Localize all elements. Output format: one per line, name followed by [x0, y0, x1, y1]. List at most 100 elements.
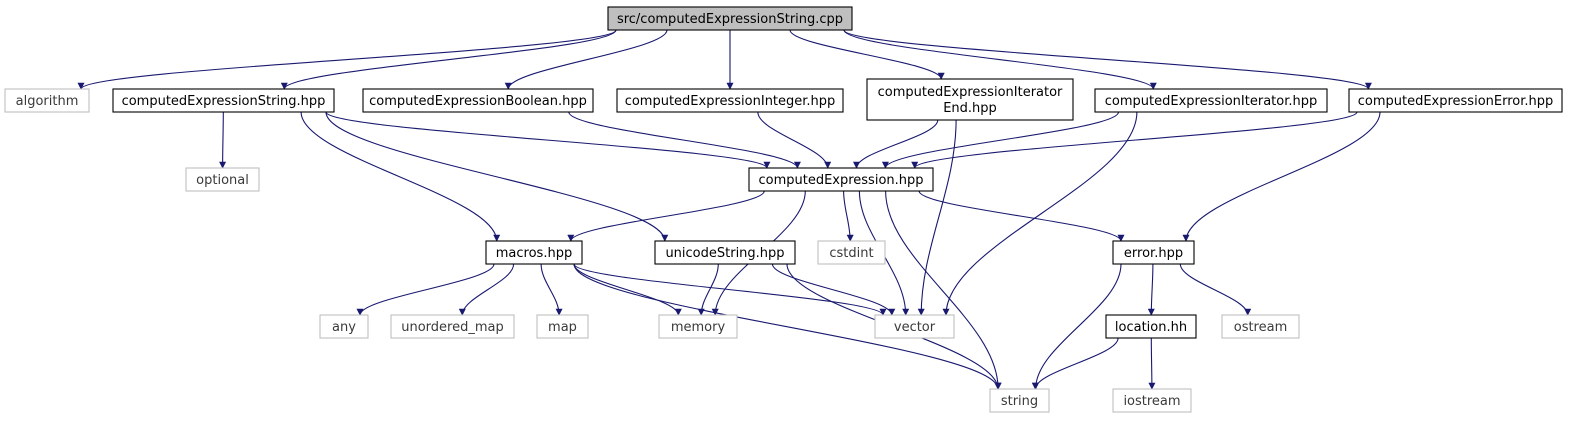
node-algorithm-label: algorithm: [16, 94, 79, 109]
edge-macros-to-vector: [573, 263, 887, 316]
node-ostream-label: ostream: [1234, 320, 1288, 335]
node-ceError[interactable]: computedExpressionError.hpp: [1348, 88, 1563, 113]
edge-location-to-iostream: [1148, 337, 1156, 390]
node-location-box: [1105, 314, 1197, 339]
node-macros-box: [485, 240, 583, 265]
node-error[interactable]: error.hpp: [1112, 240, 1195, 265]
node-ceIterEnd-label: End.hpp: [943, 101, 997, 116]
node-location[interactable]: location.hh: [1105, 314, 1197, 339]
node-ceIterEnd-box: [866, 78, 1074, 121]
node-location-label: location.hh: [1115, 320, 1187, 335]
edge-error-to-string: [1032, 263, 1122, 390]
node-root-box: [607, 6, 853, 31]
node-vector: vector: [874, 314, 955, 339]
edge-ceIterEnd-to-ce: [853, 119, 939, 169]
edge-macros-to-string: [573, 263, 1002, 390]
node-ceInteger[interactable]: computedExpressionInteger.hpp: [616, 88, 844, 113]
edge-error-to-location: [1147, 263, 1155, 316]
node-ceString[interactable]: computedExpressionString.hpp: [112, 88, 335, 113]
node-root-label: src/computedExpressionString.cpp: [617, 12, 843, 27]
node-ceString-label: computedExpressionString.hpp: [122, 94, 326, 109]
node-any-box: [319, 314, 369, 339]
node-ceBoolean[interactable]: computedExpressionBoolean.hpp: [362, 88, 594, 113]
node-ce-label: computedExpression.hpp: [758, 173, 923, 188]
node-iostream-label: iostream: [1123, 394, 1180, 409]
edge-ceString-to-ce: [325, 111, 771, 169]
node-map-label: map: [548, 320, 577, 335]
node-ceError-box: [1348, 88, 1563, 113]
node-ce[interactable]: computedExpression.hpp: [748, 167, 934, 192]
node-ceBoolean-box: [362, 88, 594, 113]
node-root[interactable]: src/computedExpressionString.cpp: [607, 6, 853, 31]
edge-ceIterator-to-ce: [881, 111, 1120, 169]
node-unordered_map-label: unordered_map: [401, 320, 504, 335]
node-cstdint: cstdint: [817, 240, 886, 265]
node-ceIterator-label: computedExpressionIterator.hpp: [1105, 94, 1318, 109]
node-vector-label: vector: [894, 320, 936, 335]
node-error-label: error.hpp: [1124, 246, 1183, 261]
node-ce-box: [748, 167, 934, 192]
node-ceIterator[interactable]: computedExpressionIterator.hpp: [1094, 88, 1328, 113]
node-string: string: [989, 388, 1050, 413]
edge-ceError-to-error: [1182, 111, 1381, 242]
edge-root-to-ceString: [280, 29, 617, 90]
node-unordered_map-box: [390, 314, 515, 339]
node-map-box: [536, 314, 589, 339]
edge-error-to-ostream: [1179, 263, 1252, 316]
node-error-box: [1112, 240, 1195, 265]
edge-ceBoolean-to-ce: [568, 111, 801, 169]
edge-root-to-ceIterEnd: [789, 29, 945, 80]
node-algorithm-box: [4, 88, 90, 113]
node-ceString-box: [112, 88, 335, 113]
node-string-label: string: [1001, 394, 1038, 409]
edge-root-to-ceBoolean: [504, 29, 668, 90]
edge-ceError-to-ce: [911, 111, 1358, 169]
edge-ce-to-error: [918, 190, 1125, 242]
edges: [77, 29, 1381, 390]
node-ceInteger-box: [616, 88, 844, 113]
edge-ceString-to-macros: [300, 111, 501, 242]
node-vector-box: [874, 314, 955, 339]
edge-ce-to-string: [885, 190, 1002, 390]
node-optional-label: optional: [196, 173, 249, 188]
edge-root-to-ceError: [843, 29, 1372, 90]
edge-macros-to-unordered_map: [458, 263, 515, 316]
node-ceError-label: computedExpressionError.hpp: [1358, 94, 1554, 109]
edge-ceIterator-to-vector: [942, 111, 1138, 316]
node-unordered_map: unordered_map: [390, 314, 515, 339]
edge-ceInteger-to-ce: [757, 111, 832, 169]
edge-macros-to-map: [540, 263, 563, 316]
node-ceIterEnd-label: computedExpressionIterator: [878, 85, 1063, 100]
edge-unicodeString-to-vector: [771, 263, 896, 316]
node-ceBoolean-label: computedExpressionBoolean.hpp: [369, 94, 587, 109]
edge-root-to-ceIterator: [843, 29, 1157, 90]
node-optional: optional: [185, 167, 260, 192]
edge-ce-to-macros: [567, 190, 765, 242]
node-memory-box: [658, 314, 738, 339]
node-cstdint-label: cstdint: [829, 246, 873, 261]
node-iostream: iostream: [1112, 388, 1192, 413]
node-optional-box: [185, 167, 260, 192]
edge-macros-to-memory: [573, 263, 682, 316]
edge-ceIterEnd-to-vector: [917, 119, 957, 316]
node-unicodeString-label: unicodeString.hpp: [665, 246, 784, 261]
node-ceIterator-box: [1094, 88, 1328, 113]
node-macros-label: macros.hpp: [496, 246, 572, 261]
node-iostream-box: [1112, 388, 1192, 413]
edge-ceString-to-unicodeString: [325, 111, 669, 242]
edge-ceString-to-optional: [219, 111, 227, 169]
edge-ce-to-cstdint: [843, 190, 854, 242]
edge-macros-to-any: [356, 263, 495, 316]
node-any: any: [319, 314, 369, 339]
node-unicodeString[interactable]: unicodeString.hpp: [654, 240, 796, 265]
node-any-label: any: [332, 320, 356, 335]
edge-root-to-algorithm: [77, 29, 617, 90]
node-ostream: ostream: [1221, 314, 1300, 339]
node-macros[interactable]: macros.hpp: [485, 240, 583, 265]
node-cstdint-box: [817, 240, 886, 265]
node-algorithm: algorithm: [4, 88, 90, 113]
node-ceInteger-label: computedExpressionInteger.hpp: [625, 94, 836, 109]
node-memory-label: memory: [671, 320, 726, 335]
